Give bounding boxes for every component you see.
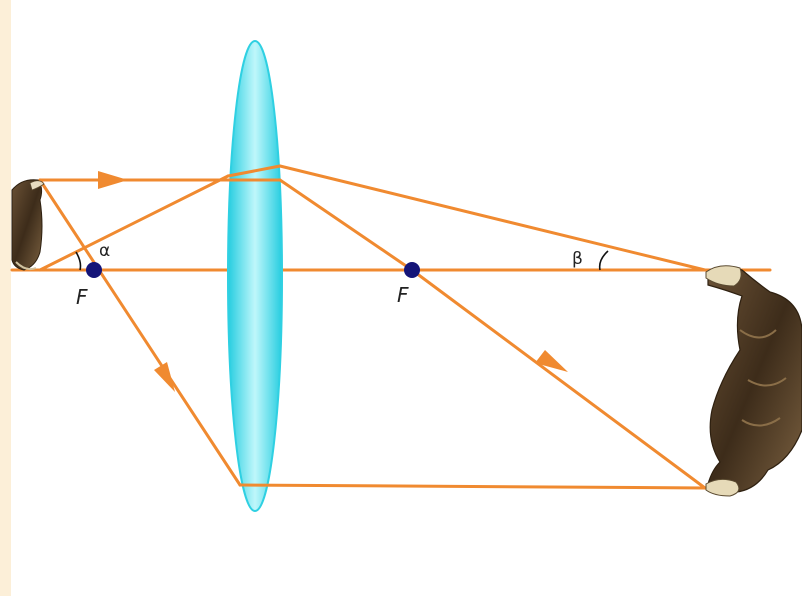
ray-upper-incident	[38, 174, 230, 272]
ray-arrow-parallel	[98, 171, 128, 189]
focal-point-left	[86, 262, 102, 278]
ray-arrow-focus-right	[535, 350, 568, 372]
focus-label-left: F	[76, 285, 88, 309]
ray-object-through-focus	[38, 178, 242, 487]
convex-lens	[227, 40, 283, 512]
focus-label-right: F	[397, 283, 409, 307]
ray-lower-parallel	[238, 483, 707, 490]
ray-focus-to-image	[410, 268, 707, 490]
ray-arrow-focus-left	[154, 362, 175, 392]
angle-alpha-arc	[75, 251, 82, 271]
ray-lens-to-focus	[278, 178, 414, 272]
focal-point-right	[404, 262, 420, 278]
object-eagle-image	[11, 179, 45, 271]
ray-upper-emergent	[226, 164, 282, 178]
image-eagle-enlarged	[705, 265, 802, 497]
left-edge-strip	[0, 0, 11, 596]
angle-beta-arc	[598, 250, 609, 271]
angle-beta-label: β	[572, 249, 583, 269]
ray-upper-to-image	[278, 164, 707, 272]
angle-alpha-label: α	[99, 241, 110, 261]
